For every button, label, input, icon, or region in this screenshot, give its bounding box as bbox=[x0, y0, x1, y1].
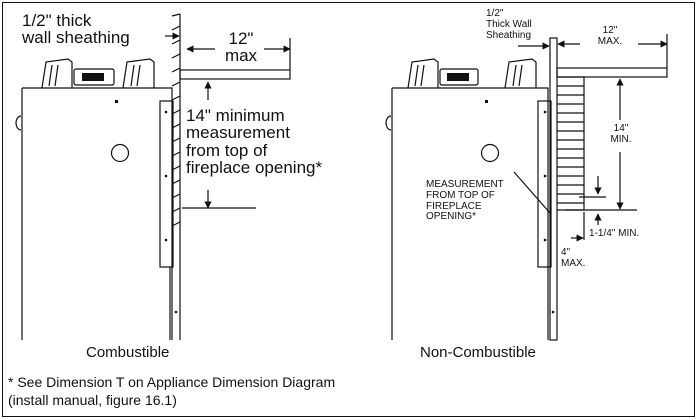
left-side-knob bbox=[15, 115, 22, 131]
caption-combustible: Combustible bbox=[86, 344, 170, 361]
nailing-flange-right bbox=[537, 100, 552, 268]
mantel-left bbox=[179, 69, 291, 80]
gas-opening-circle bbox=[110, 143, 130, 163]
combustible-diagram bbox=[15, 13, 291, 340]
wall-sheathing-left bbox=[169, 13, 181, 340]
dimension-lines-right bbox=[513, 34, 668, 242]
wall-sheathing-right bbox=[549, 37, 558, 341]
non-combustible-diagram bbox=[385, 34, 668, 341]
dimension-lines-left bbox=[165, 32, 291, 209]
footnote: * See Dimension T on Appliance Dimension… bbox=[8, 374, 336, 409]
fireplace-body-left bbox=[15, 87, 173, 340]
vent-collars-right bbox=[407, 58, 537, 89]
depth-label-left: 12" max bbox=[224, 29, 258, 66]
depth-label-right: 12" MAX. bbox=[597, 25, 623, 47]
sheathing-label-right: 1/2" Thick Wall Sheathing bbox=[486, 8, 532, 41]
gas-opening-circle bbox=[480, 143, 500, 163]
gap-label-right: 4" MAX. bbox=[561, 247, 586, 269]
offset-label-right: 1-1/4" MIN. bbox=[589, 228, 640, 239]
caption-non-combustible: Non-Combustible bbox=[420, 344, 536, 361]
vent-collars-left bbox=[41, 58, 155, 89]
height-label-left: 14" minimum measurement from top of fire… bbox=[186, 106, 323, 177]
measurement-label-right: MEASUREMENT FROM TOP OF FIREPLACE OPENIN… bbox=[426, 179, 504, 223]
height-label-right: 14" MIN. bbox=[610, 123, 632, 145]
fireplace-body-right bbox=[385, 87, 549, 340]
sheathing-label-left: 1/2" thick wall sheathing bbox=[22, 11, 130, 48]
nailing-flange-left bbox=[159, 100, 174, 268]
right-side-knob bbox=[385, 115, 392, 131]
